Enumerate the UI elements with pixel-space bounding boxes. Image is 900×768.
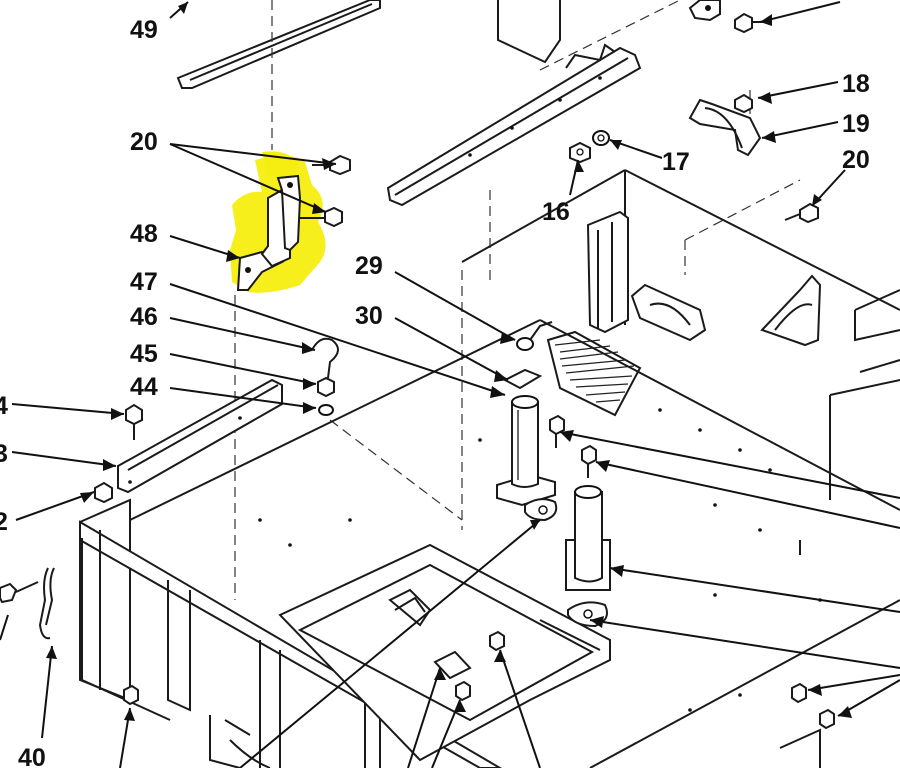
callout-3: 3	[0, 440, 8, 468]
washer-44	[318, 404, 334, 416]
assembly-guide-lines	[234, 0, 801, 600]
callout-20-right: 20	[842, 146, 870, 174]
bolt-left-edge	[0, 581, 39, 604]
callout-29: 29	[355, 252, 383, 280]
mount-base-left	[524, 498, 558, 522]
hatched-area	[546, 330, 642, 417]
screw-bottom-left	[123, 684, 139, 706]
plate-30	[502, 368, 543, 390]
callout-labels: 49 18 19 20 20 17 16 48 47 29 46 30 45 4…	[0, 16, 870, 768]
washer-17	[592, 130, 610, 146]
callout-30: 30	[355, 302, 383, 330]
nut-45	[317, 376, 335, 398]
bottom-frame	[79, 498, 611, 768]
handle-40	[38, 567, 55, 640]
pin-29	[516, 321, 553, 351]
clamp-19	[688, 98, 762, 157]
callout-48: 48	[130, 220, 158, 248]
callout-4: 4	[0, 392, 8, 420]
screw-near-post	[549, 414, 565, 448]
callout-19: 19	[842, 110, 870, 138]
callout-16: 16	[542, 198, 570, 226]
callout-47: 47	[130, 268, 158, 296]
screw-bottom-right-a	[791, 682, 807, 704]
bolt-4	[125, 403, 143, 440]
screw-bottom-mid	[489, 630, 505, 652]
callout-49: 49	[130, 16, 158, 44]
callout-45: 45	[130, 340, 158, 368]
main-deck	[129, 169, 900, 768]
callout-17: 17	[662, 148, 690, 176]
callout-44: 44	[130, 373, 158, 401]
screw-bottom-right-b	[819, 708, 835, 730]
top-clamp	[688, 0, 766, 34]
bolt-20-upper	[312, 154, 351, 176]
nut-2	[94, 481, 113, 504]
hook-46	[311, 337, 339, 379]
nut-16	[569, 141, 591, 164]
callout-18: 18	[842, 70, 870, 98]
upper-frame-rail	[386, 0, 642, 207]
callout-20-left: 20	[130, 128, 158, 156]
bolt-20-lower	[300, 206, 343, 228]
bolt-20-right	[784, 202, 819, 224]
bolt-18	[734, 93, 753, 114]
post-47	[496, 395, 556, 507]
side-panel	[586, 169, 900, 500]
top-angle-rail	[176, 0, 381, 89]
post-right	[565, 485, 611, 628]
arrowheads	[46, 2, 852, 721]
callout-46: 46	[130, 303, 158, 331]
callout-40: 40	[18, 744, 46, 768]
callout-2: 2	[0, 508, 8, 536]
screw-bottom-center	[455, 680, 471, 702]
bracket-48	[236, 174, 302, 291]
screw-right-post	[581, 444, 597, 478]
